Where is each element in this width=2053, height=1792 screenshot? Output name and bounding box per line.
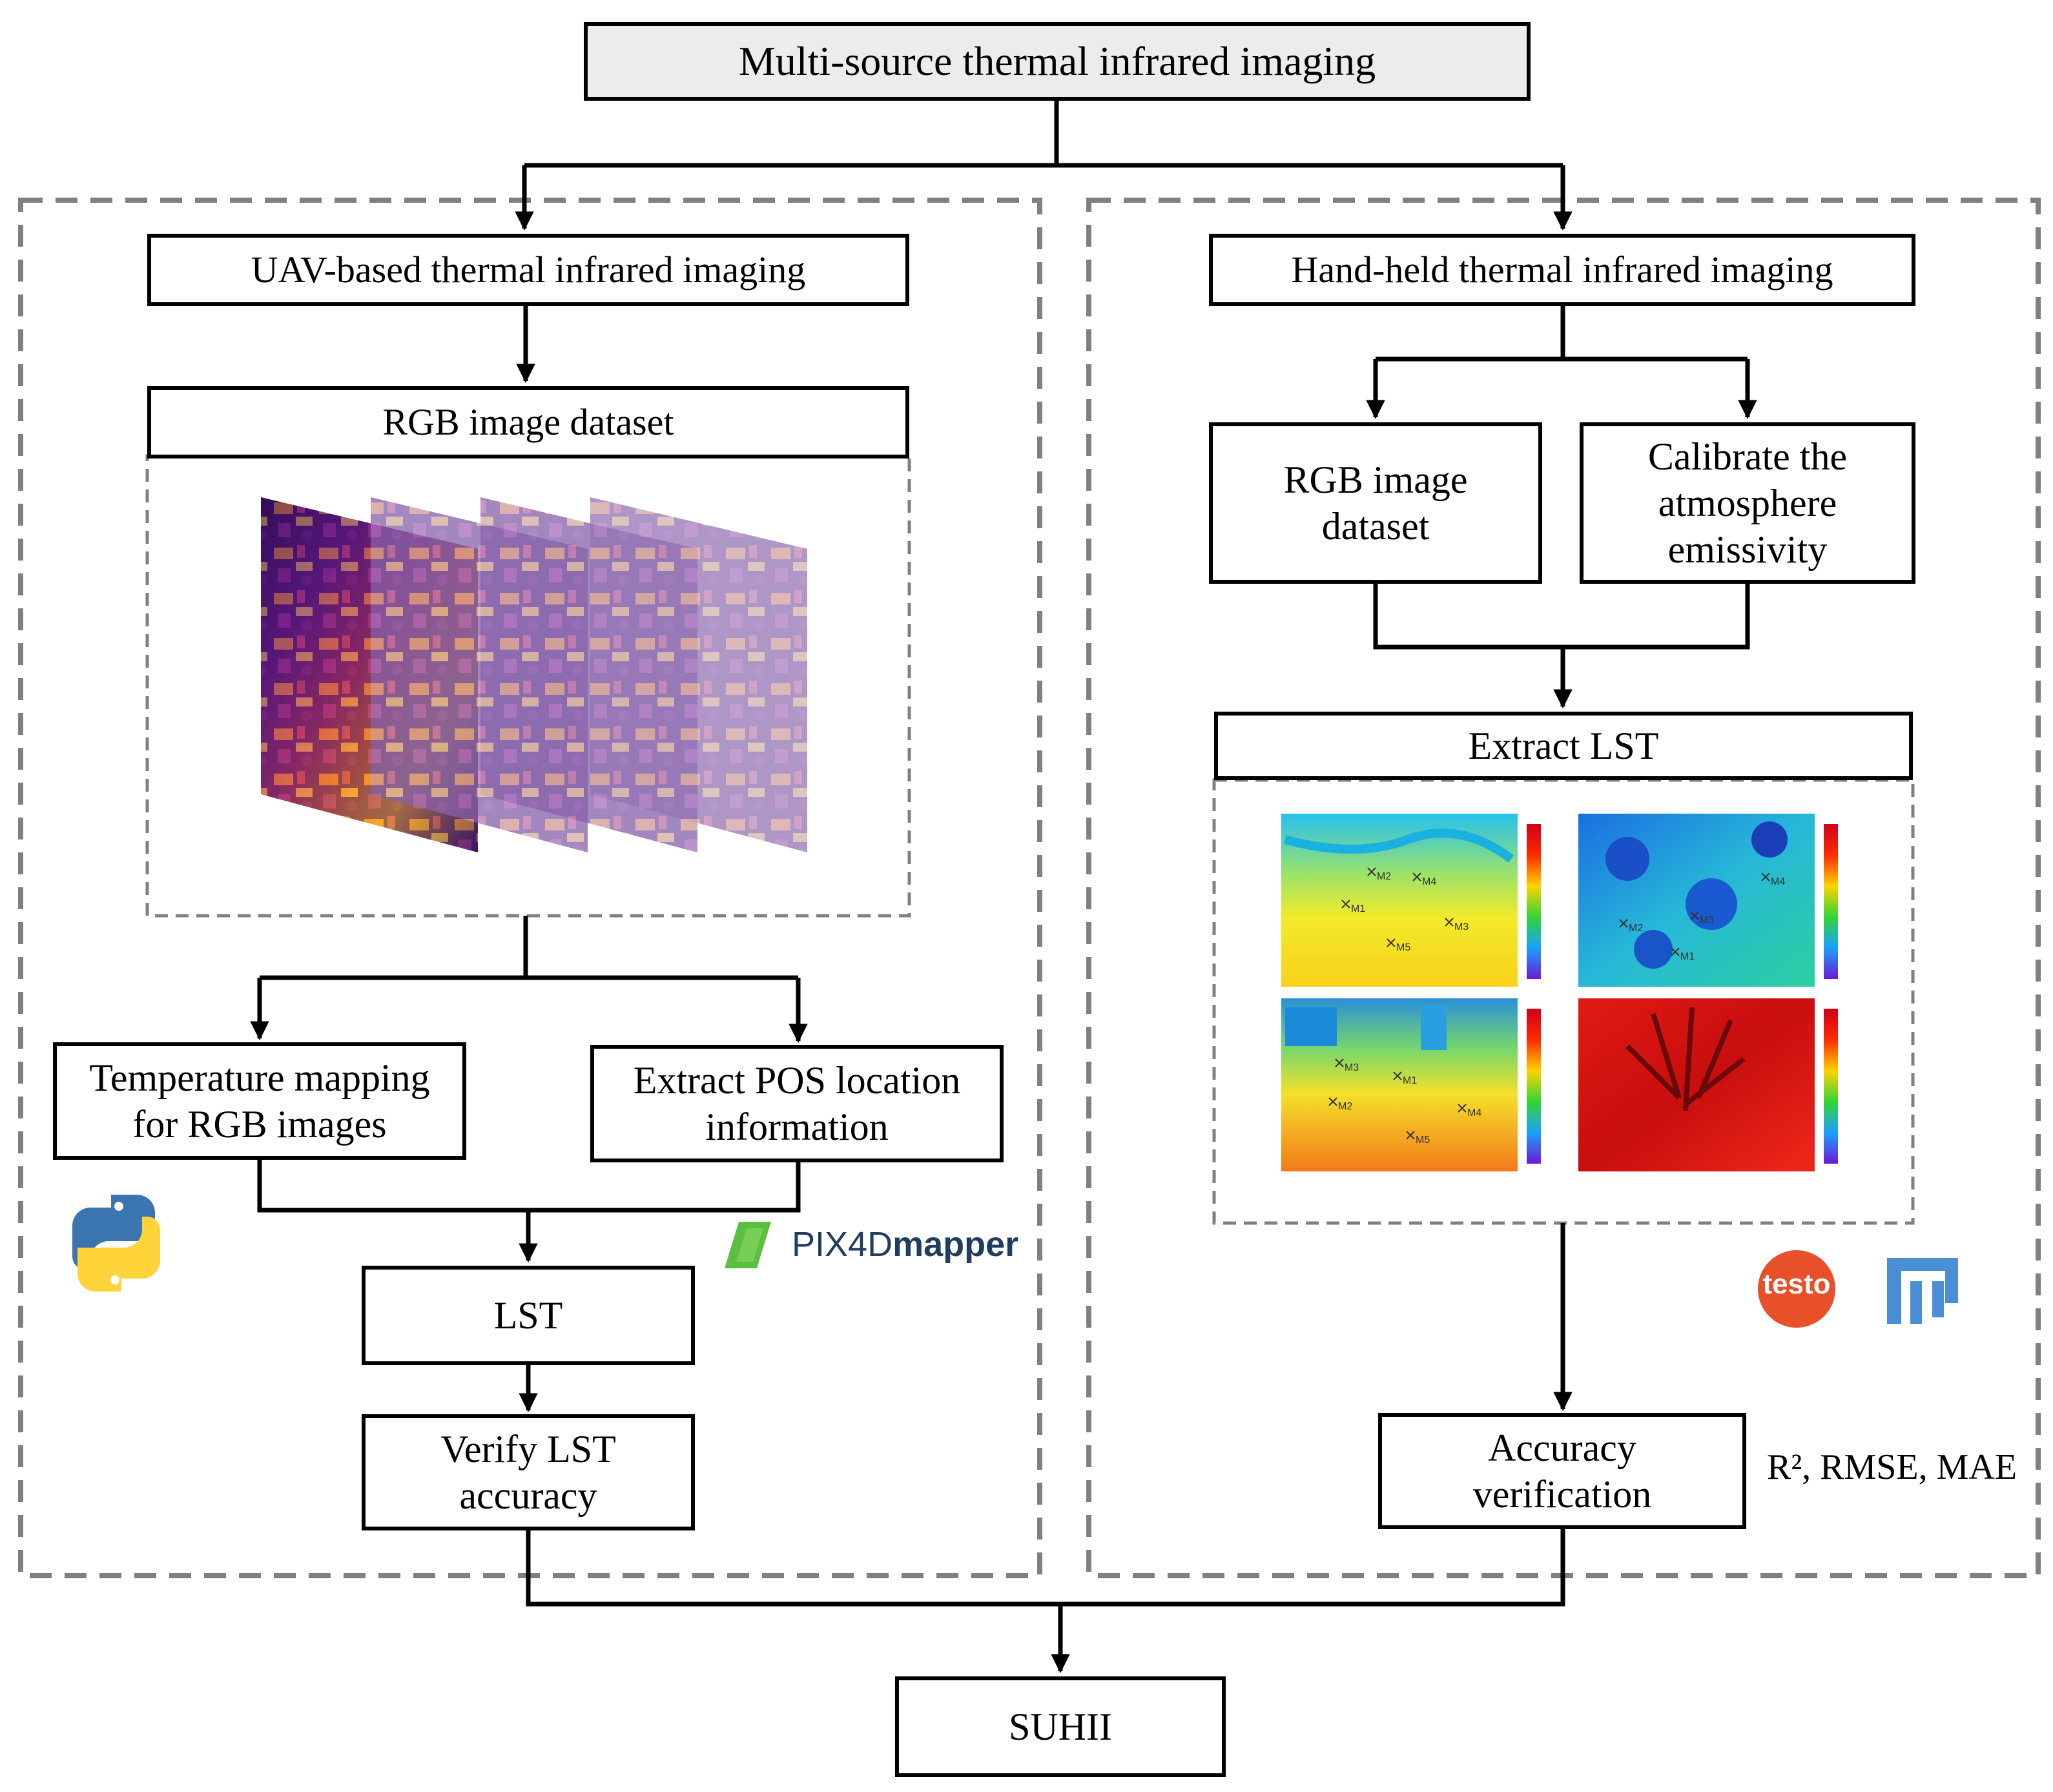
node-multi-source: Multi-source thermal infrared imaging [584, 22, 1531, 101]
marker-cross [1458, 1104, 1467, 1113]
connector-merge-lst [257, 1160, 801, 1213]
marker-label: M4 [1467, 1107, 1481, 1118]
python-logo-icon [72, 1195, 160, 1292]
marker-label: M2 [1629, 923, 1643, 934]
marker-label: M1 [1403, 1075, 1417, 1086]
marker-cross [1671, 947, 1680, 956]
pix4d-wordmark-light: PIX4D [792, 1225, 893, 1264]
node-handheld-imaging: Hand-held thermal infrared imaging [1209, 234, 1915, 306]
marker-label: M5 [1416, 1135, 1430, 1146]
pix4d-wordmark: PIX4Dmapper [792, 1224, 1018, 1264]
node-uav-rgb-dataset: RGB image dataset [147, 386, 909, 458]
marker-label: M3 [1345, 1062, 1359, 1073]
marker-cross [1328, 1097, 1337, 1106]
marker-cross [1412, 872, 1421, 881]
node-hh-rgb-dataset: RGB image dataset [1209, 422, 1542, 584]
metrics-label: R², RMSE, MAE [1767, 1447, 2017, 1487]
marker-label: M3 [1454, 922, 1469, 932]
node-accuracy-verification: Accuracy verification [1378, 1413, 1746, 1529]
connector-handheld-split [1376, 306, 1748, 362]
marker-cross [1387, 938, 1396, 947]
marker-cross [1341, 900, 1350, 909]
marker-cross [1445, 918, 1454, 927]
node-extract-pos: Extract POS location information [590, 1045, 1004, 1162]
pix4d-logo-icon [725, 1222, 771, 1268]
node-uav-imaging: UAV-based thermal infrared imaging [147, 234, 909, 306]
node-calibrate-emissivity: Calibrate the atmosphere emissivity [1580, 422, 1915, 584]
thermal-panel-4 [1578, 998, 1815, 1171]
node-lst: LST [362, 1266, 695, 1365]
node-extract-lst: Extract LST [1214, 712, 1913, 780]
node-verify-lst: Verify LST accuracy [362, 1414, 695, 1530]
node-suhii: SUHII [895, 1676, 1226, 1777]
marker-cross [1406, 1131, 1415, 1140]
marker-label: M4 [1771, 876, 1785, 887]
marker-cross [1690, 911, 1699, 920]
marker-label: M1 [1351, 903, 1365, 914]
marker-cross [1393, 1071, 1402, 1080]
node-temperature-mapping: Temperature mapping for RGB images [53, 1042, 466, 1160]
connector-top-split [524, 101, 1563, 168]
thermal-software-logo-icon [1887, 1258, 1958, 1324]
marker-cross [1619, 919, 1628, 928]
connector-rgb-split [260, 916, 798, 980]
marker-cross [1367, 867, 1376, 876]
marker-label: M1 [1680, 951, 1695, 962]
marker-label: M5 [1396, 942, 1410, 953]
connector-bottom-merge [526, 1529, 1565, 1607]
marker-cross [1335, 1058, 1344, 1067]
marker-cross [1761, 872, 1770, 881]
marker-label: M3 [1700, 915, 1714, 926]
pix4d-wordmark-bold: mapper [892, 1225, 1019, 1264]
handheld-thermal-panels [1281, 814, 1838, 1171]
testo-logo-icon [1758, 1250, 1835, 1328]
marker-label: M2 [1338, 1101, 1352, 1112]
connector-merge-extract [1373, 584, 1750, 650]
marker-label: M2 [1377, 871, 1391, 882]
uav-thermal-image-stack [261, 497, 807, 852]
marker-label: M4 [1422, 876, 1436, 887]
testo-wordmark: testo [1762, 1268, 1831, 1300]
